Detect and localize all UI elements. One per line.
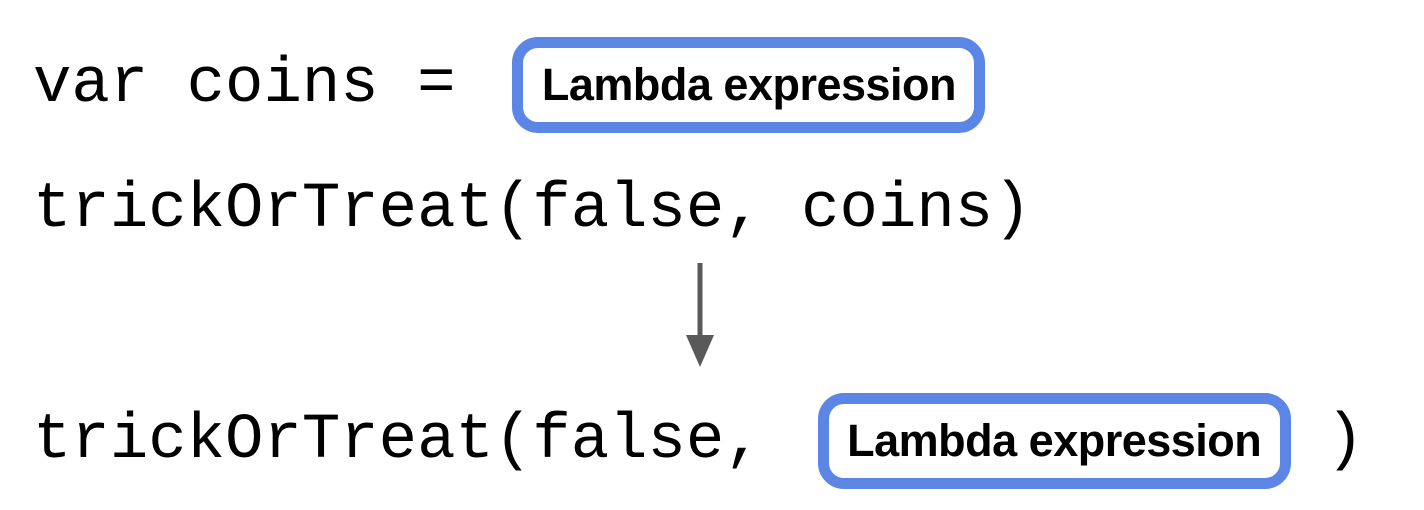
call-after-code-prefix: trickOrTreat(false, — [33, 405, 763, 477]
transformation-arrow — [685, 263, 715, 367]
down-arrow-icon — [686, 263, 714, 367]
call-after-code-suffix: ) — [1325, 405, 1365, 477]
assignment-row: var coins = Lambda expression — [33, 37, 986, 133]
lambda-expression-box-argument: Lambda expression — [817, 393, 1291, 489]
lambda-expression-label: Lambda expression — [541, 59, 957, 110]
lambda-expression-label: Lambda expression — [847, 415, 1262, 466]
call-before-row: trickOrTreat(false, coins) — [33, 170, 1032, 250]
lambda-expression-box-assignment: Lambda expression — [512, 37, 986, 133]
call-after-row: trickOrTreat(false, Lambda expression ) — [33, 393, 1364, 489]
call-before-code: trickOrTreat(false, coins) — [33, 174, 1032, 246]
assignment-code: var coins = — [33, 49, 456, 121]
